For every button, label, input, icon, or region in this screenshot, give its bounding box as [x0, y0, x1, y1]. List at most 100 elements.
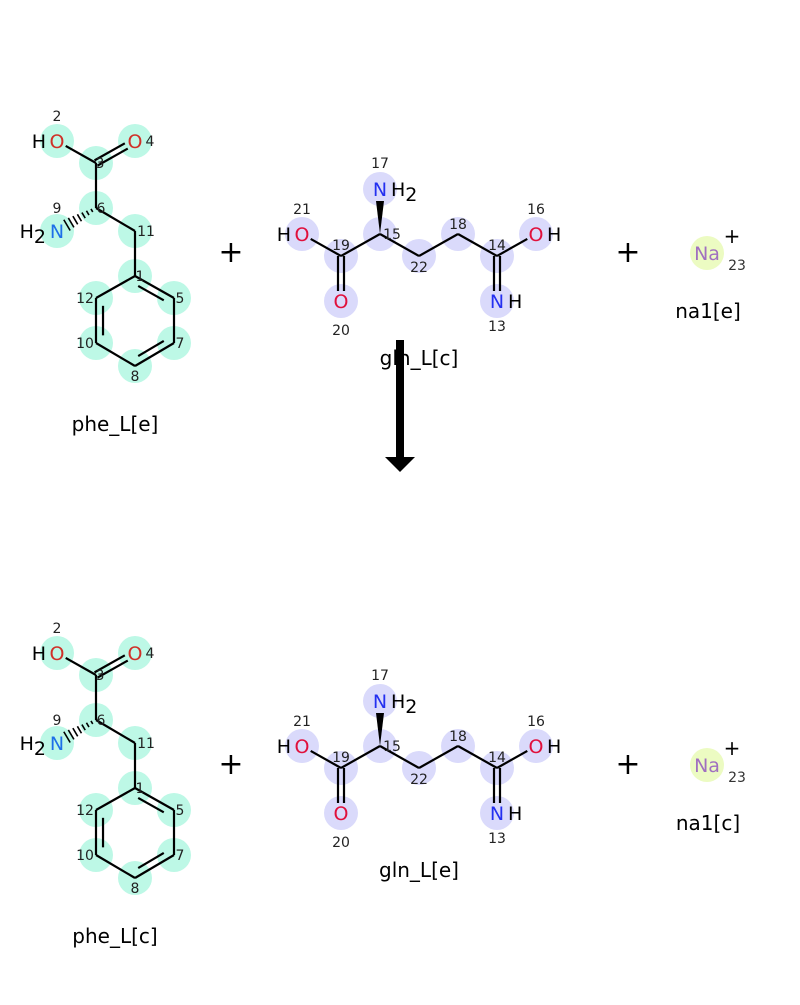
- atom-number: 13: [488, 319, 506, 335]
- single-bond: [134, 787, 175, 811]
- atom-number: 3: [96, 156, 105, 172]
- double-bond-line: [96, 147, 129, 167]
- atom-number: 8: [131, 881, 140, 897]
- atom-number: 9: [53, 713, 62, 729]
- reaction-arrow: [385, 340, 415, 472]
- atom-number: 15: [383, 227, 401, 243]
- plus-sign: +: [218, 235, 243, 270]
- atom-number: 22: [410, 260, 428, 276]
- atom-symbol: O: [295, 736, 310, 758]
- atom-number: 9: [53, 201, 62, 217]
- atom-highlight: [324, 284, 358, 318]
- single-bond: [95, 854, 136, 879]
- atom-symbol: O: [334, 803, 349, 825]
- atom-highlight: [40, 636, 74, 670]
- arrow-shaft: [396, 340, 404, 460]
- atom-symbol: O: [529, 224, 544, 246]
- single-bond: [134, 854, 175, 879]
- atom-number: 11: [137, 224, 155, 240]
- atom-highlight: [519, 217, 553, 251]
- hashed-wedge-bond: [81, 724, 86, 731]
- single-bond: [457, 745, 498, 769]
- hashed-wedge-bond: [63, 219, 71, 231]
- atom-symbol: N: [490, 291, 504, 313]
- hashed-wedge-bond: [76, 213, 83, 222]
- atom-symbol: N: [490, 803, 504, 825]
- single-bond: [65, 656, 97, 676]
- plus-sign: +: [218, 747, 243, 782]
- atom-symbol: O: [529, 736, 544, 758]
- single-bond: [496, 749, 528, 769]
- hydrogen-label: H: [277, 224, 291, 246]
- atom-number: 5: [176, 291, 185, 307]
- single-bond: [379, 233, 420, 257]
- atom-symbol: Na: [694, 755, 720, 777]
- single-bond: [95, 342, 136, 367]
- aromatic-bond-inner: [137, 284, 165, 302]
- aromatic-bond-inner: [137, 851, 165, 869]
- hashed-wedge-bond: [85, 722, 90, 728]
- atom-number: 8: [131, 369, 140, 385]
- atom-number: 4: [146, 646, 155, 662]
- single-bond: [379, 745, 420, 769]
- atom-number: 1: [136, 269, 145, 285]
- atom-highlight: [690, 236, 724, 270]
- atom-number: 2: [53, 109, 62, 125]
- molecule-name: phe_L[c]: [72, 924, 157, 948]
- atom-number: 10: [76, 336, 94, 352]
- atom-number: 12: [76, 291, 94, 307]
- hydrogen-label: H2: [20, 733, 46, 760]
- atom-number: 21: [293, 202, 311, 218]
- atom-highlight: [480, 284, 514, 318]
- atom-number: 18: [449, 729, 467, 745]
- atom-number: 12: [76, 803, 94, 819]
- charge-label: +: [724, 224, 741, 248]
- single-bond: [310, 237, 342, 257]
- single-bond: [418, 233, 459, 257]
- atom-symbol: N: [50, 221, 64, 243]
- single-bond: [134, 342, 175, 367]
- atom-symbol: O: [295, 224, 310, 246]
- atom-number: 20: [332, 323, 350, 339]
- atom-number: 17: [371, 668, 389, 684]
- single-bond: [65, 144, 97, 164]
- hashed-wedge-bond: [85, 210, 90, 216]
- atom-number: 23: [728, 770, 746, 786]
- atom-symbol: N: [373, 691, 387, 713]
- hashed-wedge-bond: [72, 215, 79, 225]
- atom-symbol: O: [128, 131, 143, 153]
- atom-number: 19: [332, 750, 350, 766]
- hashed-wedge-bond: [67, 729, 75, 740]
- single-bond: [496, 237, 528, 257]
- atom-symbol: N: [50, 733, 64, 755]
- single-bond: [95, 719, 136, 744]
- hydrogen-label: H: [277, 736, 291, 758]
- hydrogen-label: H: [547, 224, 561, 246]
- atom-highlight: [324, 796, 358, 830]
- atom-number: 3: [96, 668, 105, 684]
- atom-number: 2: [53, 621, 62, 637]
- hydrogen-label: H: [508, 291, 522, 313]
- molecule-name: gln_L[c]: [380, 346, 459, 370]
- atom-number: 6: [97, 713, 106, 729]
- atom-number: 1: [136, 781, 145, 797]
- single-bond: [310, 749, 342, 769]
- aromatic-bond-inner: [137, 339, 165, 357]
- single-bond: [340, 233, 381, 257]
- hydrogen-label: H2: [20, 221, 46, 248]
- atom-symbol: O: [128, 643, 143, 665]
- atom-number: 11: [137, 736, 155, 752]
- atom-number: 14: [488, 750, 506, 766]
- atom-highlight: [285, 729, 319, 763]
- atom-number: 10: [76, 848, 94, 864]
- hydrogen-label: H2: [391, 179, 417, 206]
- molecule-name: gln_L[e]: [379, 858, 459, 882]
- atom-number: 17: [371, 156, 389, 172]
